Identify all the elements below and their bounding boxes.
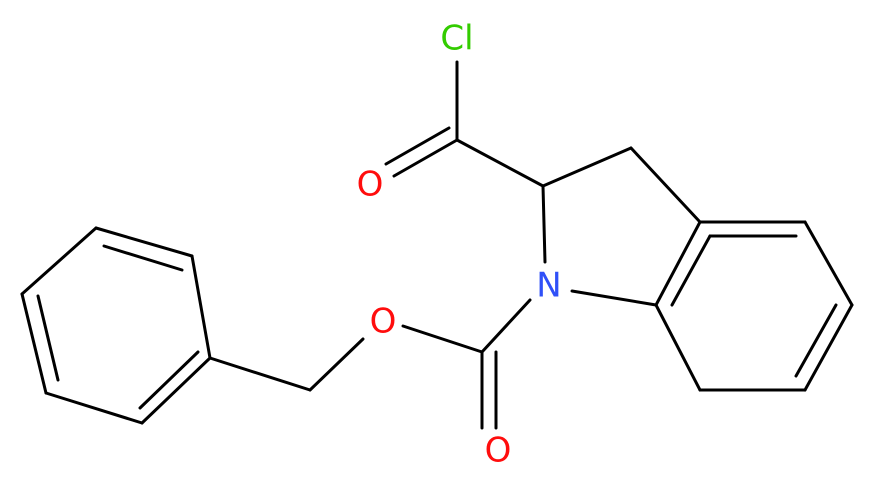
bond-ph-2-inner xyxy=(102,244,184,272)
bond-ccarb-oester xyxy=(401,324,484,354)
bond-c7a-c3a xyxy=(654,220,702,307)
bond-ph-5 xyxy=(44,391,144,425)
bond-c2-n xyxy=(541,184,547,264)
bond-c5-c6 xyxy=(803,303,854,392)
bond-ph-4 xyxy=(20,292,48,395)
atom-n-ring: N xyxy=(536,266,561,306)
bond-c7a-c3a-inner xyxy=(670,234,712,307)
bond-c2-c3 xyxy=(541,146,633,188)
bond-n-c7a xyxy=(570,289,658,307)
atom-labels: Cl O N O O xyxy=(357,19,562,471)
bond-c2-cacyl xyxy=(455,138,545,188)
bond-c7-c7a xyxy=(654,303,702,392)
bond-oester-ch2 xyxy=(308,337,365,392)
bond-ph-1 xyxy=(190,254,212,360)
bond-ch2-cipso xyxy=(208,356,312,392)
atom-o-carbonyl: O xyxy=(485,431,512,471)
bond-ph-6-inner xyxy=(138,350,200,410)
bonds xyxy=(20,60,854,430)
bond-n-ccarb xyxy=(480,298,532,354)
atom-o-ester: O xyxy=(370,302,397,342)
atom-cl: Cl xyxy=(440,19,473,59)
bond-ph-6 xyxy=(140,356,212,425)
bond-c4-c5 xyxy=(803,220,854,307)
bond-c3-c3a xyxy=(629,146,702,224)
bond-ph-4-inner xyxy=(36,294,60,382)
bond-c5-c6-inner xyxy=(794,303,838,378)
bond-ph-3 xyxy=(20,226,98,296)
atom-o-acyl: O xyxy=(357,165,384,205)
bond-c-o-double-1 xyxy=(392,138,459,178)
bond-c-o-double-2 xyxy=(384,126,451,166)
bond-ph-2 xyxy=(94,226,194,258)
